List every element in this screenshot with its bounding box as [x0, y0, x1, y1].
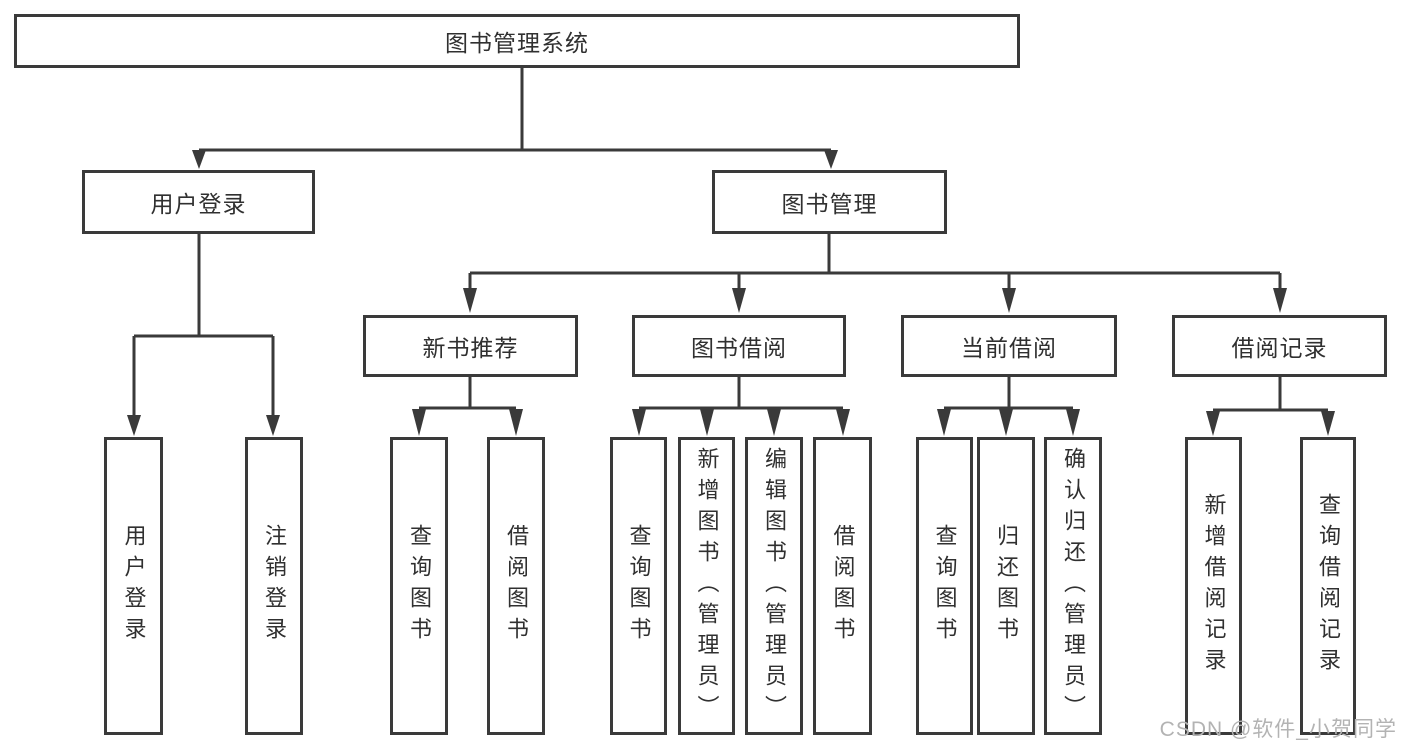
- leaf-current-confirm-return-admin: 确认归还（管理员）: [1044, 437, 1102, 735]
- node-borrow-records: 借阅记录: [1172, 315, 1387, 377]
- node-book-borrow: 图书借阅: [632, 315, 846, 377]
- node-root-system: 图书管理系统: [14, 14, 1020, 68]
- leaf-logout: 注销登录: [245, 437, 303, 735]
- leaf-borrow-edit-books-admin: 编辑图书（管理员）: [745, 437, 803, 735]
- node-book-management: 图书管理: [712, 170, 947, 234]
- leaf-current-query-books: 查询图书: [916, 437, 973, 735]
- leaf-records-query-record: 查询借阅记录: [1300, 437, 1356, 735]
- node-new-book-recommend: 新书推荐: [363, 315, 578, 377]
- leaf-records-add-record: 新增借阅记录: [1185, 437, 1242, 735]
- leaf-recommend-borrow-books: 借阅图书: [487, 437, 545, 735]
- leaf-recommend-query-books: 查询图书: [390, 437, 448, 735]
- leaf-current-return-books: 归还图书: [977, 437, 1035, 735]
- node-current-borrow: 当前借阅: [901, 315, 1117, 377]
- csdn-watermark: CSDN @软件_小贺同学: [1159, 718, 1397, 741]
- node-user-login: 用户登录: [82, 170, 315, 234]
- leaf-borrow-query-books: 查询图书: [610, 437, 667, 735]
- leaf-borrow-borrow-books: 借阅图书: [813, 437, 872, 735]
- leaf-user-login: 用户登录: [104, 437, 163, 735]
- leaf-borrow-add-books-admin: 新增图书（管理员）: [678, 437, 735, 735]
